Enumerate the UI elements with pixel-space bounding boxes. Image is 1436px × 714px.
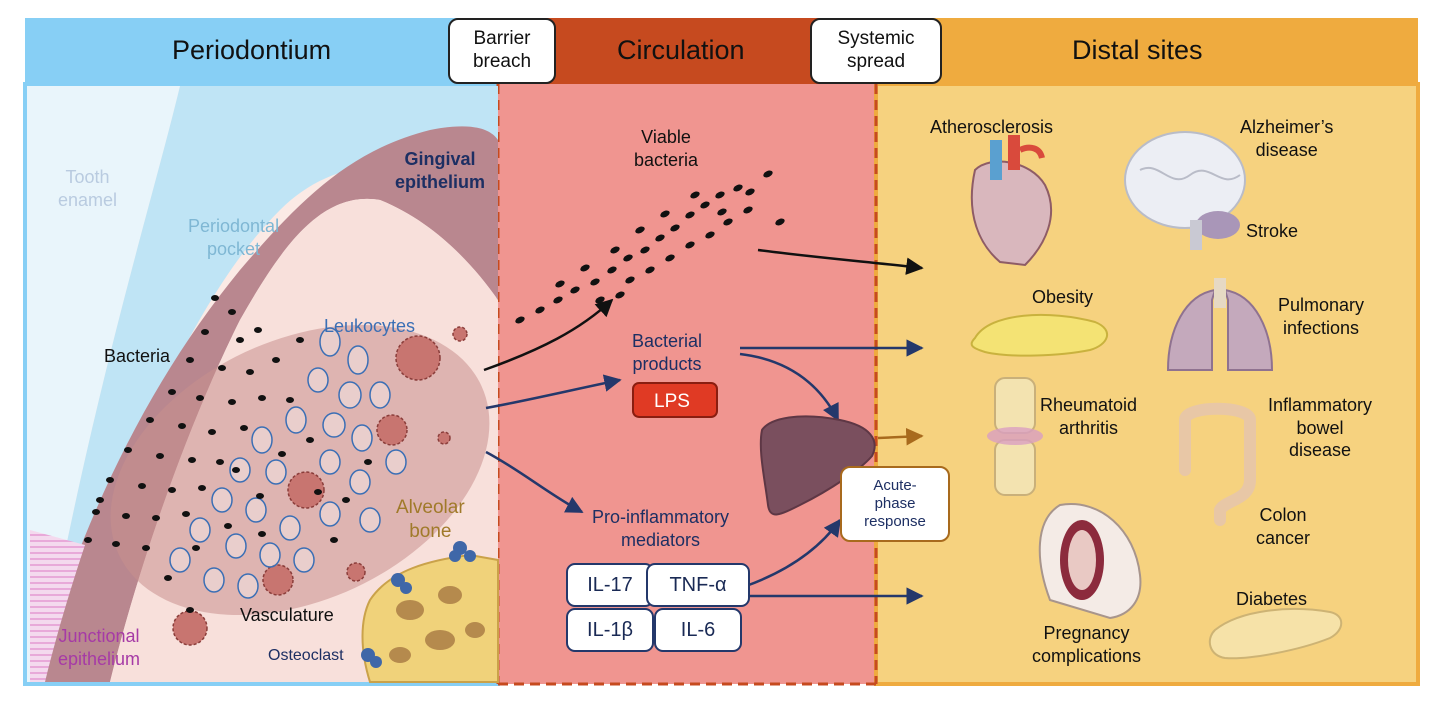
- periodontium-header: Periodontium: [172, 35, 332, 65]
- barrier-breach-line1: Barrier: [473, 28, 531, 50]
- tooth-enamel-label: Tooth enamel: [58, 167, 118, 210]
- knee-joint-icon: [987, 377, 1043, 496]
- pro-inflammatory-label: Pro-inflammatory mediators: [592, 507, 730, 550]
- leukocytes-label: Leukocytes: [324, 316, 416, 336]
- obesity-label: Obesity: [1032, 287, 1094, 307]
- fetus-icon: [1038, 503, 1142, 620]
- colon-cancer-label: Colon cancer: [1256, 505, 1311, 548]
- alveolar-bone-label: Alveolar bone: [396, 497, 465, 542]
- arrow-to-bacterial-products: [485, 374, 622, 410]
- distal-sites-header: Distal sites: [1072, 35, 1203, 65]
- arrow-to-mediators: [485, 450, 584, 514]
- systemic-spread-line1: Systemic: [837, 28, 915, 50]
- tooth-enamel-region: [27, 86, 180, 682]
- fat-tissue-icon: [970, 314, 1108, 357]
- header-periodontium: [25, 18, 498, 84]
- barrier-breach-pill: Barrier breach: [448, 18, 556, 84]
- arrow-liver-to-distal: [877, 427, 924, 446]
- alzheimers-label: Alzheimer’s disease: [1240, 117, 1334, 160]
- periodontium-illustration: [27, 86, 499, 683]
- lungs-icon: [1166, 278, 1274, 371]
- cytokine-tnfa: TNF-α: [646, 563, 750, 607]
- barrier-breach-line2: breach: [472, 51, 532, 72]
- lps-box: [632, 382, 718, 418]
- arrow-bacteria-to-distal: [757, 248, 924, 275]
- diabetes-label: Diabetes: [1236, 589, 1308, 609]
- colon-icon: [1179, 402, 1256, 526]
- viable-bacteria-stream: [515, 170, 785, 324]
- periodontal-pocket-label: Periodontal pocket: [188, 216, 280, 259]
- pulmonary-label: Pulmonary infections: [1278, 295, 1365, 338]
- heart-icon: [970, 135, 1053, 267]
- pregnancy-label: Pregnancy complications: [1032, 623, 1142, 666]
- arrow-to-viable-bacteria: [483, 298, 614, 372]
- gingival-epithelium-label: Gingival epithelium: [395, 149, 486, 192]
- systemic-spread-pill: Systemic spread: [810, 18, 942, 84]
- stroke-label: Stroke: [1246, 221, 1299, 241]
- gingival-epithelium: [36, 126, 498, 682]
- periodontal-pocket-region: [40, 86, 498, 682]
- inflamed-zone: [110, 324, 490, 616]
- circulation-header: Circulation: [617, 35, 745, 65]
- leukocytes: [169, 327, 407, 599]
- acute-phase-box: Acute- phase response: [840, 466, 950, 542]
- cytokine-il17: IL-17: [566, 563, 654, 607]
- rheumatoid-label: Rheumatoid arthritis: [1040, 395, 1138, 438]
- cytokine-il1b: IL-1β: [566, 608, 654, 652]
- junctional-epithelium-label: Junctional epithelium: [58, 626, 141, 669]
- systemic-spread-line2: spread: [846, 51, 906, 72]
- brain-icon: [1124, 131, 1246, 250]
- bacterial-products-label: Bacterial products: [632, 331, 703, 374]
- cytokine-il6: IL-6: [654, 608, 742, 652]
- viable-bacteria-label: Viable bacteria: [634, 127, 699, 170]
- bacteria-label: Bacteria: [104, 346, 171, 366]
- atherosclerosis-label: Atherosclerosis: [930, 117, 1054, 137]
- pancreas-icon: [1208, 608, 1343, 660]
- lps-label: LPS: [654, 391, 690, 412]
- arrow-products-to-liver: [739, 352, 840, 422]
- arrow-cytokines-to-acute-phase: [745, 518, 842, 588]
- ibd-label: Inflammatory bowel disease: [1268, 395, 1373, 460]
- junctional-epithelium: [30, 530, 85, 682]
- header-distal: [876, 18, 1418, 84]
- vasculature-label: Vasculature: [240, 605, 334, 625]
- osteoclast-label: Osteoclast: [268, 647, 344, 664]
- bacteria-cluster: [84, 295, 372, 613]
